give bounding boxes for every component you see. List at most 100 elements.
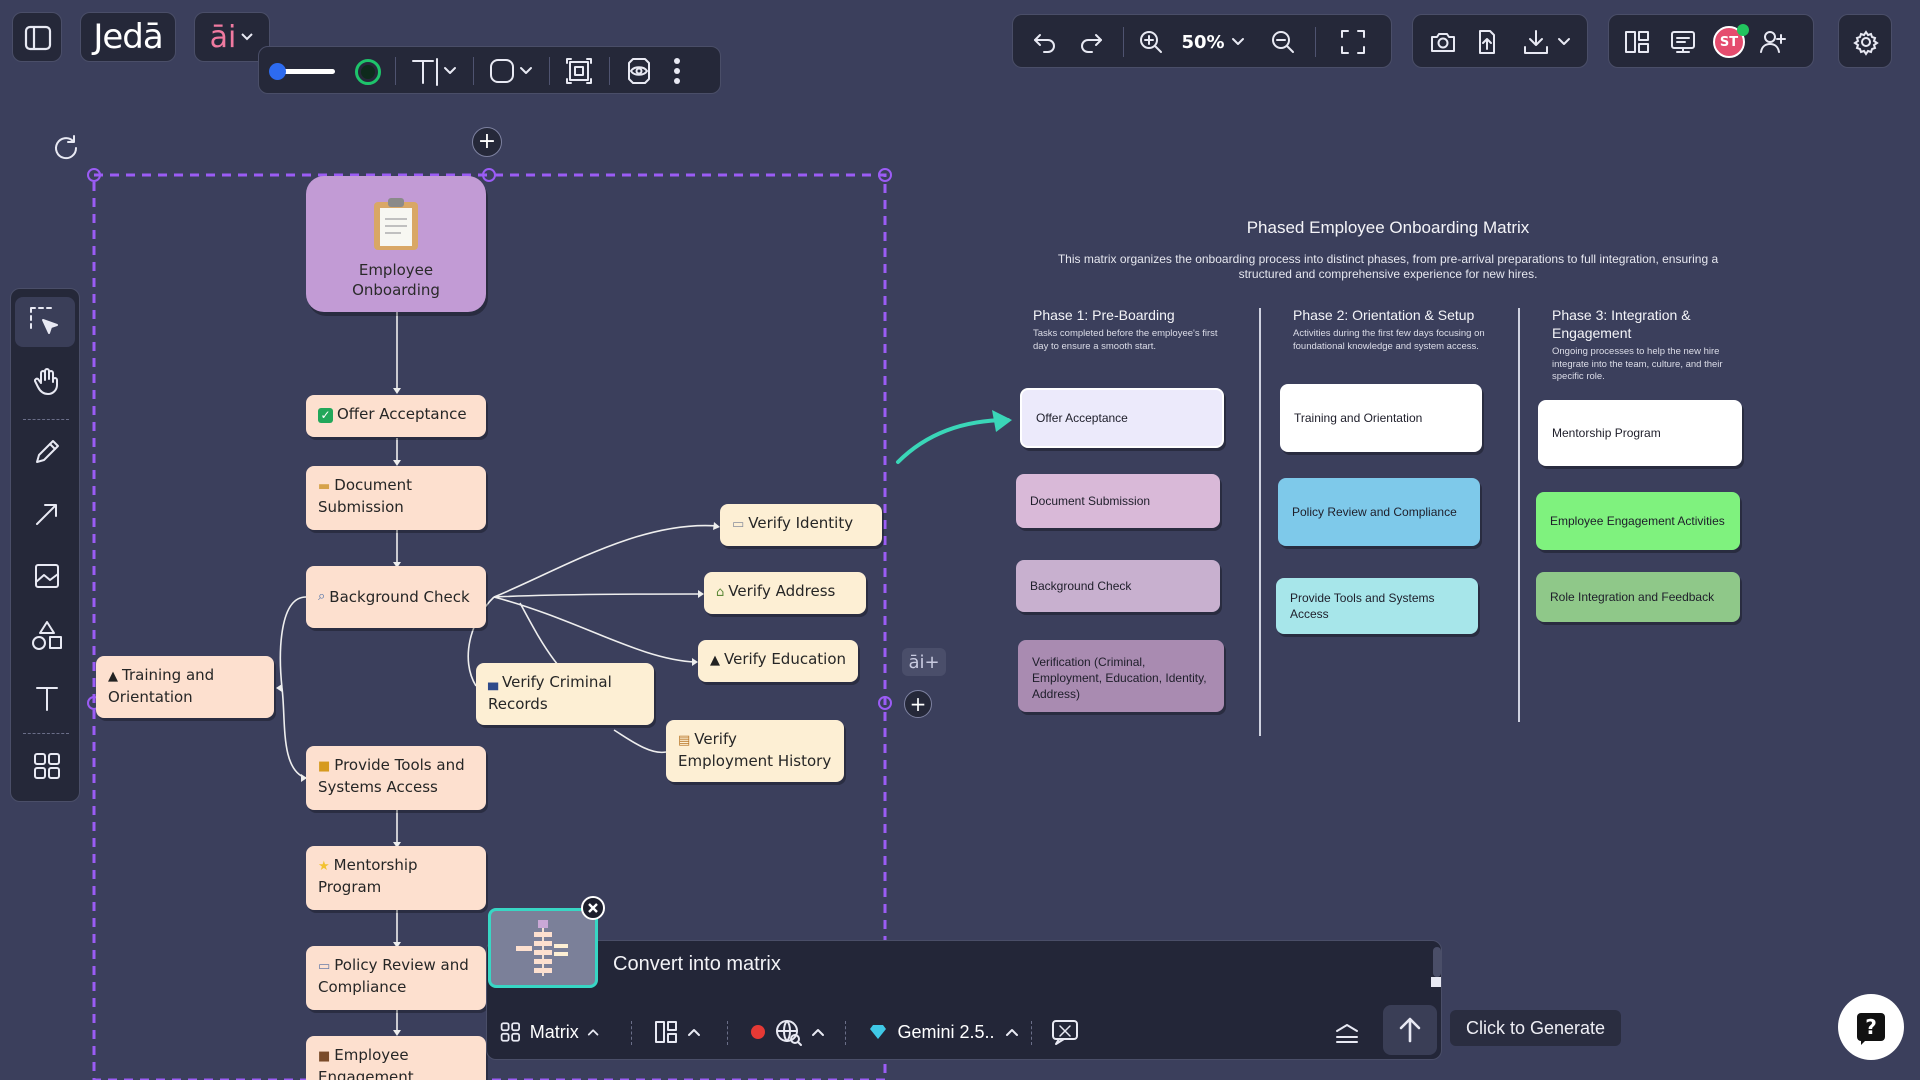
chat-mode-button[interactable] [1041, 1013, 1089, 1051]
history-zoom-toolbar: 50% [1012, 14, 1392, 68]
upload-button[interactable] [1467, 22, 1507, 62]
add-node-top-button[interactable]: + [472, 127, 502, 157]
flow-node-document[interactable]: ▬Document Submission [306, 466, 486, 530]
matrix-card[interactable]: Document Submission [1016, 474, 1220, 528]
flow-node-background[interactable]: ⌕Background Check [306, 566, 486, 628]
matrix-card[interactable]: Employee Engagement Activities [1536, 492, 1740, 550]
matrix-card[interactable]: Provide Tools and Systems Access [1276, 578, 1478, 634]
flow-node-policy[interactable]: ▭Policy Review and Compliance [306, 946, 486, 1010]
chevron-down-icon [1231, 38, 1244, 45]
user-avatar[interactable]: ST [1713, 24, 1749, 58]
text-icon [36, 687, 58, 711]
text-style-button[interactable] [405, 53, 461, 89]
flow-node-training[interactable]: ▲Training and Orientation [96, 656, 274, 718]
jeda-logo[interactable]: Jedā [80, 12, 176, 62]
check-icon: ✓ [318, 408, 333, 423]
image-tool-button[interactable] [11, 551, 83, 601]
matrix-card[interactable]: Background Check [1016, 560, 1220, 612]
flow-node-mentorship[interactable]: ★Mentorship Program [306, 846, 486, 910]
generate-button[interactable] [1383, 1005, 1437, 1055]
zoom-in-button[interactable] [1131, 22, 1171, 62]
arrow-tool-button[interactable] [11, 489, 83, 539]
mode-label: Matrix [529, 1021, 579, 1042]
color-picker-button[interactable] [355, 59, 381, 85]
prompt-thumbnail[interactable] [488, 908, 598, 988]
more-vertical-icon [674, 58, 680, 84]
text-tool-button[interactable] [11, 673, 83, 723]
help-button[interactable]: ? [1838, 994, 1904, 1060]
zoom-in-icon [1140, 31, 1162, 53]
shape-style-button[interactable] [483, 53, 539, 89]
gem-icon [870, 1025, 887, 1039]
flow-node-engagement[interactable]: ■Employee Engagement [306, 1036, 486, 1080]
eye-settings-icon [628, 58, 650, 84]
chevron-down-icon [241, 33, 254, 41]
ai-menu-button[interactable]: āi [194, 12, 270, 62]
matrix-card[interactable]: Mentorship Program [1538, 400, 1742, 466]
options-stack-button[interactable] [1327, 1015, 1367, 1051]
matrix-mode-dropdown[interactable]: Matrix [499, 1013, 599, 1051]
invite-user-button[interactable] [1753, 22, 1793, 62]
settings-button[interactable] [1838, 14, 1892, 68]
node-label: Employee Engagement [318, 1046, 414, 1080]
pen-tool-button[interactable] [11, 427, 83, 477]
shapes-tool-button[interactable] [11, 611, 83, 661]
star-icon: ★ [318, 859, 330, 874]
generate-tooltip: Click to Generate [1450, 1010, 1622, 1046]
download-dropdown[interactable] [1513, 22, 1579, 62]
select-tool-button[interactable] [15, 297, 75, 347]
globe-search-icon [776, 1020, 802, 1046]
refresh-button[interactable] [46, 128, 86, 168]
layout-button[interactable] [1617, 22, 1657, 62]
zoom-out-button[interactable] [1263, 22, 1303, 62]
ai-plus-button[interactable]: āi+ [902, 648, 946, 676]
presentation-button[interactable] [1663, 22, 1703, 62]
flow-node-employment[interactable]: ▤Verify Employment History [666, 720, 844, 782]
zoom-out-icon [1272, 31, 1294, 53]
resize-handle[interactable] [1431, 977, 1441, 987]
redo-button[interactable] [1071, 22, 1111, 62]
matrix-card[interactable]: Role Integration and Feedback [1536, 572, 1740, 622]
flow-node-offer[interactable]: ✓Offer Acceptance [306, 395, 486, 437]
chevron-up-icon [688, 1029, 700, 1036]
matrix-card[interactable]: Training and Orientation [1280, 384, 1482, 452]
screenshot-button[interactable] [1423, 22, 1463, 62]
remove-thumbnail-button[interactable] [581, 896, 605, 920]
layout-dropdown[interactable] [647, 1013, 707, 1051]
hand-tool-button[interactable] [11, 357, 83, 407]
matrix-card[interactable]: Offer Acceptance [1020, 388, 1224, 448]
templates-tool-button[interactable] [11, 741, 83, 791]
frame-button[interactable] [559, 53, 599, 89]
flow-node-criminal[interactable]: ▄Verify Criminal Records [476, 663, 654, 725]
add-node-right-button[interactable]: + [904, 690, 932, 718]
more-options-button[interactable] [667, 53, 687, 89]
web-search-dropdown[interactable] [743, 1013, 833, 1051]
prompt-text[interactable]: Convert into matrix [613, 953, 781, 975]
matrix-card[interactable]: Verification (Criminal, Employment, Educ… [1018, 640, 1224, 712]
chevron-up-icon [587, 1029, 599, 1036]
lock-key-icon: ■ [318, 759, 331, 774]
zoom-level-dropdown[interactable]: 50% [1173, 22, 1253, 62]
matrix-card[interactable]: Policy Review and Compliance [1278, 478, 1480, 546]
node-label: Employee Onboarding [352, 261, 440, 299]
hand-icon [34, 368, 58, 395]
sidebar-toggle-button[interactable] [12, 12, 62, 62]
presentation-icon [1671, 31, 1695, 53]
fit-to-screen-button[interactable] [1331, 22, 1375, 62]
briefcase-icon: ■ [318, 1049, 331, 1064]
collab-toolbar: ST [1608, 14, 1814, 68]
house-icon: ⌂ [716, 585, 725, 600]
flow-node-address[interactable]: ⌂Verify Address [704, 572, 866, 614]
undo-button[interactable] [1025, 22, 1065, 62]
node-label: Verify Address [728, 582, 836, 600]
model-selector-dropdown[interactable]: Gemini 2.5.. [859, 1013, 1029, 1051]
flow-node-education[interactable]: ▲Verify Education [698, 640, 858, 682]
flow-node-root[interactable]: Employee Onboarding [306, 176, 486, 312]
slider-handle[interactable] [269, 63, 286, 80]
magnifier-icon: ⌕ [318, 589, 326, 604]
stroke-width-slider[interactable] [269, 61, 341, 81]
prompt-scrollbar[interactable] [1433, 947, 1441, 977]
flow-node-identity[interactable]: ▭Verify Identity [720, 504, 882, 546]
visibility-button[interactable] [617, 53, 661, 89]
flow-node-tools[interactable]: ■Provide Tools and Systems Access [306, 746, 486, 810]
